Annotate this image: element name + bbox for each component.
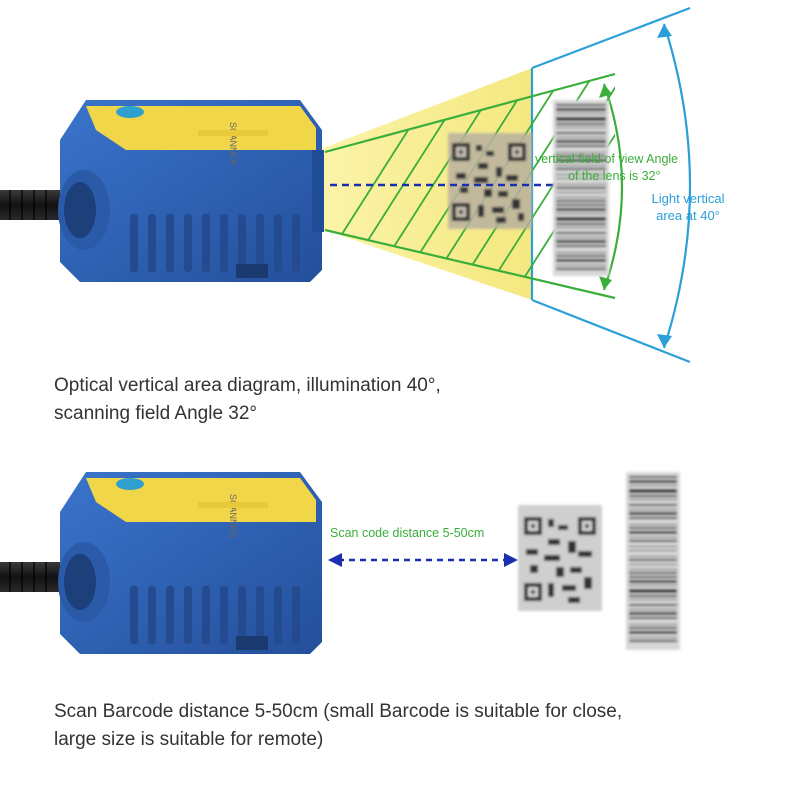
- barcode-stripe: [629, 546, 677, 547]
- barcode-stripe: [629, 640, 677, 642]
- barcode-stripe: [556, 155, 606, 157]
- barcode-scanner-icon: SCANNER: [0, 100, 324, 282]
- barcode-stripe: [556, 132, 606, 134]
- barcode-stripe: [629, 572, 677, 574]
- barcode-stripe: [629, 617, 677, 619]
- caption-distance-line1: Scan Barcode distance 5-50cm (small Barc…: [54, 701, 623, 722]
- barcode-stripe: [556, 200, 606, 202]
- barcode-target-2: [626, 472, 680, 650]
- barcode-stripe: [629, 476, 677, 478]
- barcode-stripe: [556, 197, 606, 198]
- caption-illumination-line1: Optical vertical area diagram, illuminat…: [54, 375, 441, 396]
- barcode-stripe: [556, 204, 606, 206]
- barcode-stripe: [556, 159, 606, 162]
- barcode-stripe: [556, 240, 606, 243]
- barcode-stripe: [556, 255, 606, 257]
- barcode-stripe: [629, 595, 677, 597]
- qr-code-target-2: [518, 505, 602, 611]
- barcode-stripe: [629, 527, 677, 529]
- barcode-stripe: [629, 524, 677, 525]
- barcode-stripe: [629, 637, 677, 638]
- barcode-stripe: [556, 184, 606, 185]
- barcode-stripe: [629, 604, 677, 606]
- barcode-stripe: [629, 609, 677, 610]
- barcode-stripe: [629, 624, 677, 625]
- barcode-stripe: [629, 531, 677, 534]
- barcode-stripe: [629, 504, 677, 506]
- barcode-stripe: [556, 213, 606, 214]
- barcode-stripe: [556, 117, 606, 121]
- barcode-stripe: [629, 627, 677, 629]
- barcode-stripe: [556, 259, 606, 262]
- caption-distance: Scan Barcode distance 5-50cm (small Barc…: [54, 698, 622, 754]
- barcode-stripe: [556, 140, 606, 143]
- light-area-label-line1: Light vertical: [652, 191, 725, 206]
- barcode-stripe: [556, 165, 606, 166]
- barcode-stripe: [629, 585, 677, 586]
- barcode-stripe: [556, 268, 606, 270]
- scan-distance-label: Scan code distance 5-50cm: [330, 526, 484, 540]
- barcode-stripe: [629, 480, 677, 483]
- barcode-stripe: [629, 559, 677, 561]
- qr-code-target: [448, 133, 532, 229]
- barcode-stripe: [629, 485, 677, 486]
- svg-text:SCANNER: SCANNER: [228, 494, 238, 539]
- barcode-stripe: [629, 599, 677, 600]
- barcode-stripe: [556, 245, 606, 247]
- barcode-stripe: [629, 580, 677, 583]
- caption-illumination-line2: scanning field Angle 32°: [54, 403, 258, 424]
- lens-fov-label-line2: of the lens is 32°: [568, 169, 661, 183]
- barcode-stripe: [556, 137, 606, 138]
- barcode-stripe: [556, 265, 606, 266]
- barcode-stripe: [556, 174, 606, 175]
- barcode-target: [553, 100, 609, 276]
- barcode-stripe: [629, 631, 677, 634]
- barcode-stripe: [556, 108, 606, 111]
- light-area-label-line2: area at 40°: [656, 208, 720, 223]
- svg-text:SCANNER: SCANNER: [228, 122, 238, 167]
- barcode-stripe: [556, 152, 606, 153]
- barcode-stripe: [629, 499, 677, 500]
- barcode-stripe: [629, 517, 677, 519]
- barcode-stripe: [629, 550, 677, 551]
- barcode-stripe: [629, 569, 677, 570]
- diagram-scan-distance: SCANNER Scan code dist: [0, 472, 680, 654]
- barcode-stripe: [556, 145, 606, 147]
- barcode-stripe: [556, 227, 606, 228]
- barcode-stripe: [556, 127, 606, 128]
- barcode-stripe: [629, 509, 677, 510]
- barcode-stripe: [629, 489, 677, 493]
- barcode-scanner-icon-2: SCANNER: [0, 472, 322, 654]
- lens-fov-label-line1: vertical field of view Angle: [535, 152, 678, 166]
- barcode-stripe: [629, 512, 677, 515]
- caption-illumination: Optical vertical area diagram, illuminat…: [54, 372, 441, 428]
- barcode-stripe: [556, 192, 606, 193]
- barcode-stripe: [556, 113, 606, 114]
- barcode-stripe: [556, 123, 606, 125]
- barcode-stripe: [629, 612, 677, 615]
- barcode-stripe: [556, 252, 606, 253]
- barcode-stripe: [629, 564, 677, 565]
- barcode-stripe: [556, 168, 606, 170]
- barcode-stripe: [629, 495, 677, 497]
- scan-distance-arrow: [328, 553, 518, 567]
- barcode-stripe: [629, 540, 677, 542]
- barcode-stripe: [556, 208, 606, 211]
- diagram-illumination-angles: vertical field of view Angle of the lens…: [0, 6, 725, 364]
- caption-distance-line2: large size is suitable for remote): [54, 729, 324, 750]
- barcode-stripe: [629, 589, 677, 593]
- barcode-stripe: [556, 237, 606, 238]
- barcode-stripe: [556, 104, 606, 106]
- barcode-stripe: [556, 178, 606, 179]
- barcode-stripe: [556, 223, 606, 225]
- barcode-stripe: [556, 187, 606, 189]
- barcode-stripe: [556, 232, 606, 234]
- barcode-stripe: [629, 537, 677, 538]
- barcode-stripe: [629, 576, 677, 578]
- barcode-stripe: [629, 556, 677, 557]
- barcode-stripe: [556, 217, 606, 221]
